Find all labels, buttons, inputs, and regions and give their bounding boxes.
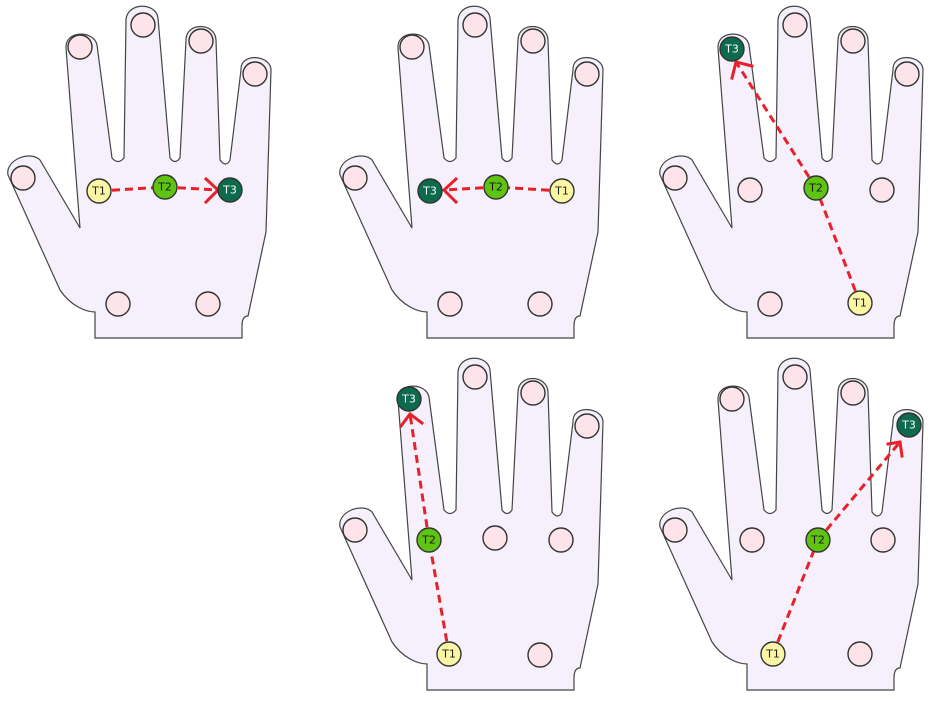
pad-middle — [130, 12, 156, 38]
target-t2: T2 — [805, 527, 831, 553]
target-t3: T3 — [396, 386, 422, 412]
path-t2-t3 — [408, 413, 431, 541]
target-t2: T2 — [483, 174, 509, 200]
pad-pinky — [242, 61, 268, 87]
path-t2-t3 — [816, 441, 902, 541]
svg-text:T2: T2 — [810, 534, 825, 547]
svg-text:T1: T1 — [765, 648, 780, 661]
target-t3: T3 — [896, 412, 922, 438]
pad-ring — [520, 380, 546, 406]
pad-index — [719, 386, 745, 412]
pad-center-right — [870, 527, 896, 553]
svg-text:T3: T3 — [422, 185, 437, 198]
svg-text:T2: T2 — [488, 181, 503, 194]
path-t1-t2 — [814, 187, 862, 304]
panel-4: T1 T2 T3 — [339, 357, 604, 691]
pad-palm-right — [847, 641, 873, 667]
svg-text:T2: T2 — [157, 181, 172, 194]
hand-outline — [339, 357, 604, 691]
pad-index — [67, 34, 93, 60]
pad-thumb — [662, 165, 688, 191]
path-t1-t2 — [771, 539, 820, 655]
panel-5: T1 T2 T3 — [659, 357, 924, 691]
target-t1: T1 — [86, 178, 112, 204]
target-t1: T1 — [760, 641, 786, 667]
pad-pinky — [574, 413, 600, 439]
pad-middle — [782, 12, 808, 38]
pad-middle — [462, 12, 488, 38]
svg-text:T3: T3 — [222, 184, 237, 197]
arrow-head — [886, 440, 904, 458]
pad-middle — [462, 364, 488, 390]
svg-text:T1: T1 — [91, 185, 106, 198]
path-t2-t3 — [734, 61, 818, 189]
pad-palm-left — [757, 291, 783, 317]
svg-text:T1: T1 — [554, 185, 569, 198]
pad-thumb — [662, 517, 688, 543]
path-t2-t3 — [443, 185, 497, 192]
pad-center-middle — [482, 525, 508, 551]
target-t3: T3 — [217, 177, 243, 203]
arrow-head — [730, 60, 754, 80]
target-t1: T1 — [436, 641, 462, 667]
hand-outline — [339, 5, 604, 339]
path-t2-t3 — [164, 185, 219, 192]
panel-2: T1 T2 T3 — [339, 5, 604, 339]
svg-text:T1: T1 — [441, 648, 456, 661]
pad-center-left — [737, 177, 763, 203]
pad-ring — [188, 28, 214, 54]
pad-palm-right — [527, 291, 553, 317]
target-t2: T2 — [803, 175, 829, 201]
hand-outline — [659, 5, 924, 339]
pad-pinky — [894, 61, 920, 87]
pad-palm-left — [105, 291, 131, 317]
pad-pinky — [574, 61, 600, 87]
pad-middle — [782, 364, 808, 390]
target-t1: T1 — [847, 290, 873, 316]
pad-ring — [840, 28, 866, 54]
panel-3: T1 T2 T3 — [659, 5, 924, 339]
pad-thumb — [342, 165, 368, 191]
pad-thumb — [342, 517, 368, 543]
pad-index — [399, 34, 425, 60]
target-t3: T3 — [719, 36, 745, 62]
arrow-head — [398, 411, 425, 429]
target-t3: T3 — [417, 178, 443, 204]
target-t2: T2 — [416, 527, 442, 553]
target-t2: T2 — [152, 174, 178, 200]
target-t1: T1 — [549, 178, 575, 204]
svg-text:T3: T3 — [901, 419, 916, 432]
svg-text:T3: T3 — [401, 393, 416, 406]
svg-text:T1: T1 — [852, 297, 867, 310]
pad-ring — [520, 28, 546, 54]
pad-palm-right — [195, 291, 221, 317]
svg-text:T2: T2 — [808, 182, 823, 195]
pad-center-right — [869, 177, 895, 203]
pad-center-right — [548, 527, 574, 553]
arrow-head — [441, 176, 459, 205]
svg-text:T3: T3 — [724, 43, 739, 56]
pad-palm-right — [527, 642, 553, 668]
panel-1: T1 T2 T3 — [7, 5, 272, 339]
pad-center-left — [739, 527, 765, 553]
pad-ring — [840, 380, 866, 406]
path-t1-t2 — [427, 539, 451, 655]
pad-palm-left — [437, 291, 463, 317]
hand-outline — [7, 5, 272, 339]
svg-text:T2: T2 — [421, 534, 436, 547]
pad-thumb — [10, 165, 36, 191]
hand-outline — [659, 357, 924, 691]
